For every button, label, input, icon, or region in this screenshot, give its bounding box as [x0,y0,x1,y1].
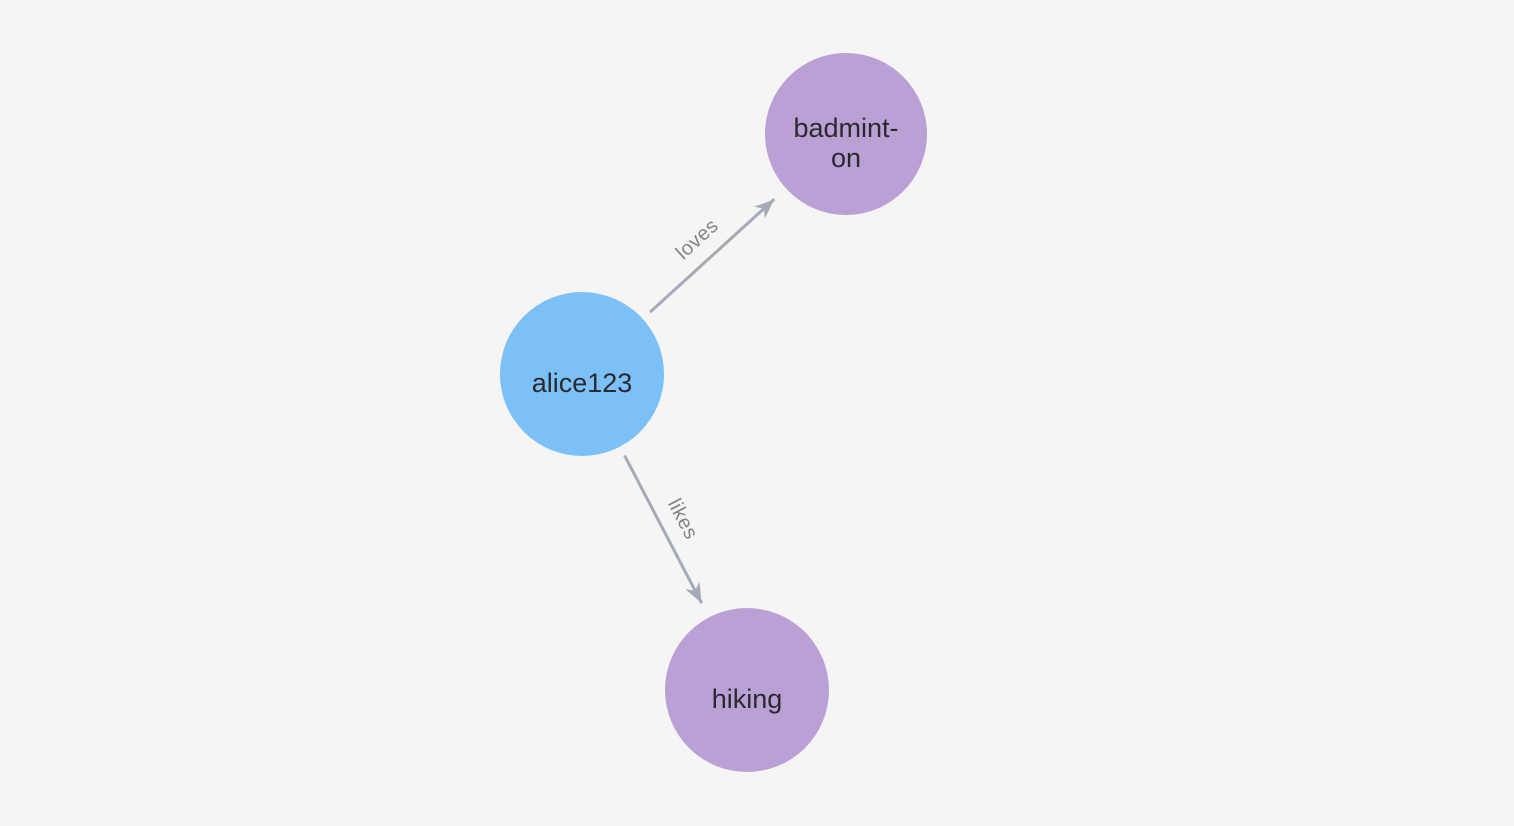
edge-line [623,454,703,604]
edge-loves[interactable]: loves [649,198,776,314]
node-badminton[interactable]: badmint-on [765,53,927,215]
edge-likes[interactable]: likes [623,454,703,604]
node-alice123[interactable]: alice123 [500,292,664,456]
edge-line [649,198,776,314]
node-circle [500,292,664,456]
edge-label: likes [663,495,702,543]
node-circle [765,53,927,215]
edge-label: loves [672,215,723,264]
node-hiking[interactable]: hiking [665,608,829,772]
node-circle [665,608,829,772]
